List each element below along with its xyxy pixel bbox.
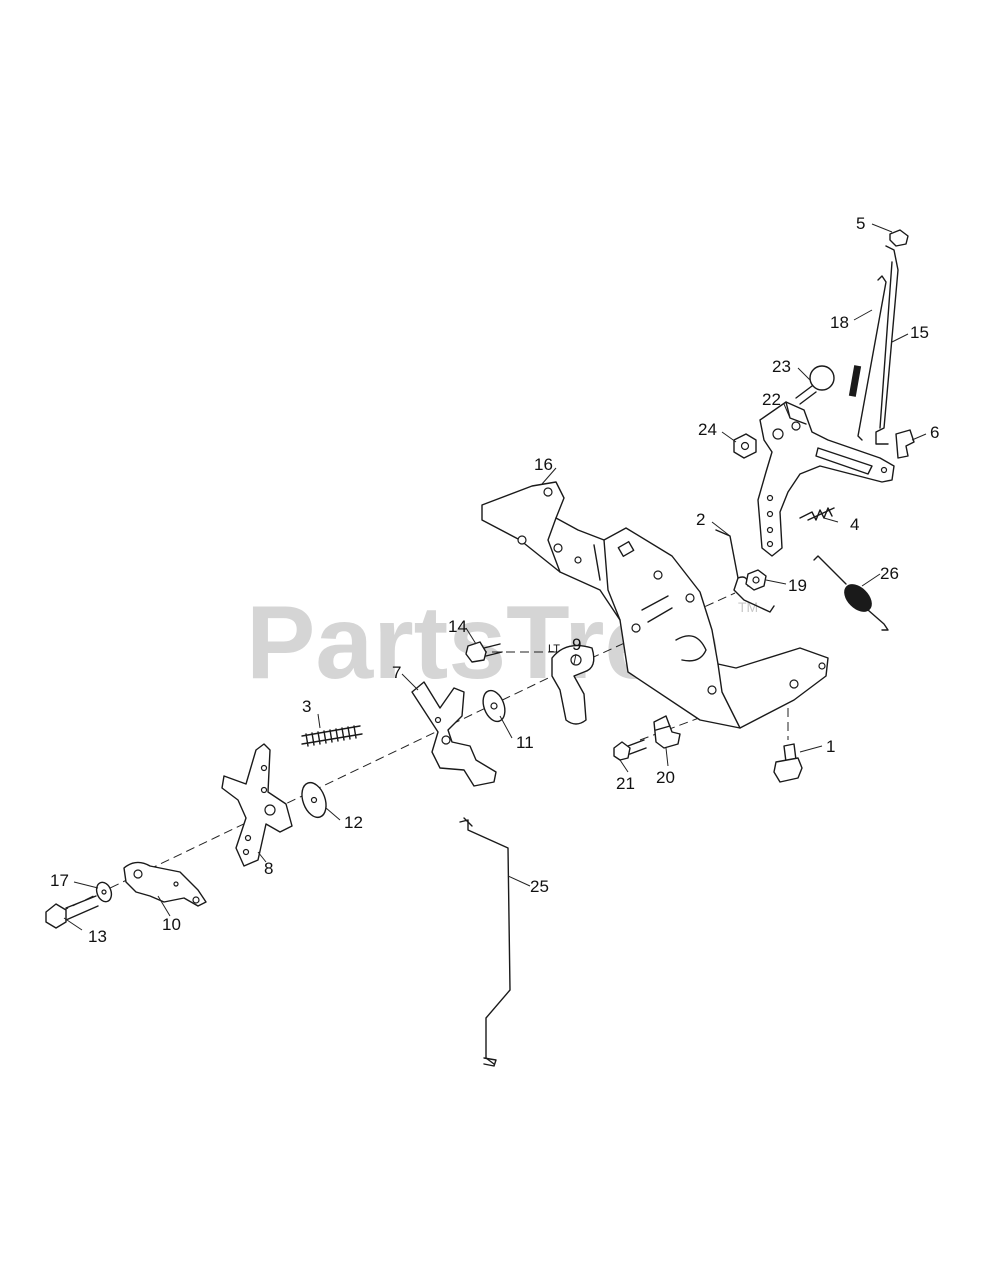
small-spring[interactable]	[799, 507, 835, 521]
leader-lines	[63, 223, 927, 931]
shoulder-bolt[interactable]	[45, 895, 99, 929]
callout-13[interactable]: 13	[88, 927, 107, 946]
callout-22[interactable]: 22	[762, 390, 781, 409]
callout-3[interactable]: 3	[302, 697, 311, 716]
main-pivot-axis	[59, 592, 736, 913]
nut[interactable]	[745, 569, 767, 591]
bell-crank-lever[interactable]	[411, 681, 497, 787]
callout-19[interactable]: 19	[788, 576, 807, 595]
coil-spring[interactable]	[301, 725, 363, 747]
control-rod[interactable]	[459, 817, 511, 1067]
callout-1[interactable]: 1	[826, 737, 835, 756]
callout-8[interactable]: 8	[264, 859, 273, 878]
bolt-short[interactable]	[613, 739, 647, 761]
callout-10[interactable]: 10	[162, 915, 181, 934]
callout-25[interactable]: 25	[530, 877, 549, 896]
spring-rod[interactable]	[848, 275, 887, 441]
lever-clip[interactable]	[895, 429, 915, 459]
callout-21[interactable]: 21	[616, 774, 635, 793]
callout-11[interactable]: 11	[516, 733, 534, 752]
lever-nut[interactable]	[733, 433, 757, 459]
callout-6[interactable]: 6	[930, 423, 939, 442]
callout-18[interactable]: 18	[830, 313, 849, 332]
watermark-trademark: TM	[738, 599, 758, 615]
lever-lt[interactable]: LT	[548, 643, 595, 725]
washer-small[interactable]	[94, 880, 114, 904]
lever-bracket[interactable]	[221, 743, 293, 867]
cam-plate[interactable]	[123, 861, 207, 907]
main-bracket-plate[interactable]	[481, 481, 829, 729]
part-callouts: 1 2 3 4 5 6 7 8 9 10 11 12 13 14 15 16 1…	[50, 214, 939, 946]
callout-20[interactable]: 20	[656, 768, 675, 787]
callout-5[interactable]: 5	[856, 214, 865, 233]
lift-lever-arm[interactable]	[757, 401, 895, 557]
callout-15[interactable]: 15	[910, 323, 929, 342]
callout-16[interactable]: 16	[534, 455, 553, 474]
callout-4[interactable]: 4	[850, 515, 859, 534]
callout-17[interactable]: 17	[50, 871, 69, 890]
callout-23[interactable]: 23	[772, 357, 791, 376]
callout-26[interactable]: 26	[880, 564, 899, 583]
callout-12[interactable]: 12	[344, 813, 363, 832]
callout-2[interactable]: 2	[696, 510, 705, 529]
washer-medium[interactable]	[298, 779, 331, 820]
knob-pin[interactable]	[795, 365, 835, 405]
washer-large[interactable]	[479, 688, 509, 725]
extension-spring[interactable]	[813, 555, 889, 631]
callout-24[interactable]: 24	[698, 420, 717, 439]
lever-stamp: LT	[548, 643, 560, 655]
lift-rod[interactable]	[875, 245, 899, 445]
rod-nut[interactable]	[889, 229, 909, 247]
callout-7[interactable]: 7	[392, 663, 401, 682]
callout-9[interactable]: 9	[572, 635, 581, 654]
clip[interactable]	[653, 715, 681, 749]
pivot-bolt[interactable]	[773, 743, 803, 783]
flange-bolt[interactable]	[465, 641, 503, 663]
callout-14[interactable]: 14	[448, 617, 467, 636]
